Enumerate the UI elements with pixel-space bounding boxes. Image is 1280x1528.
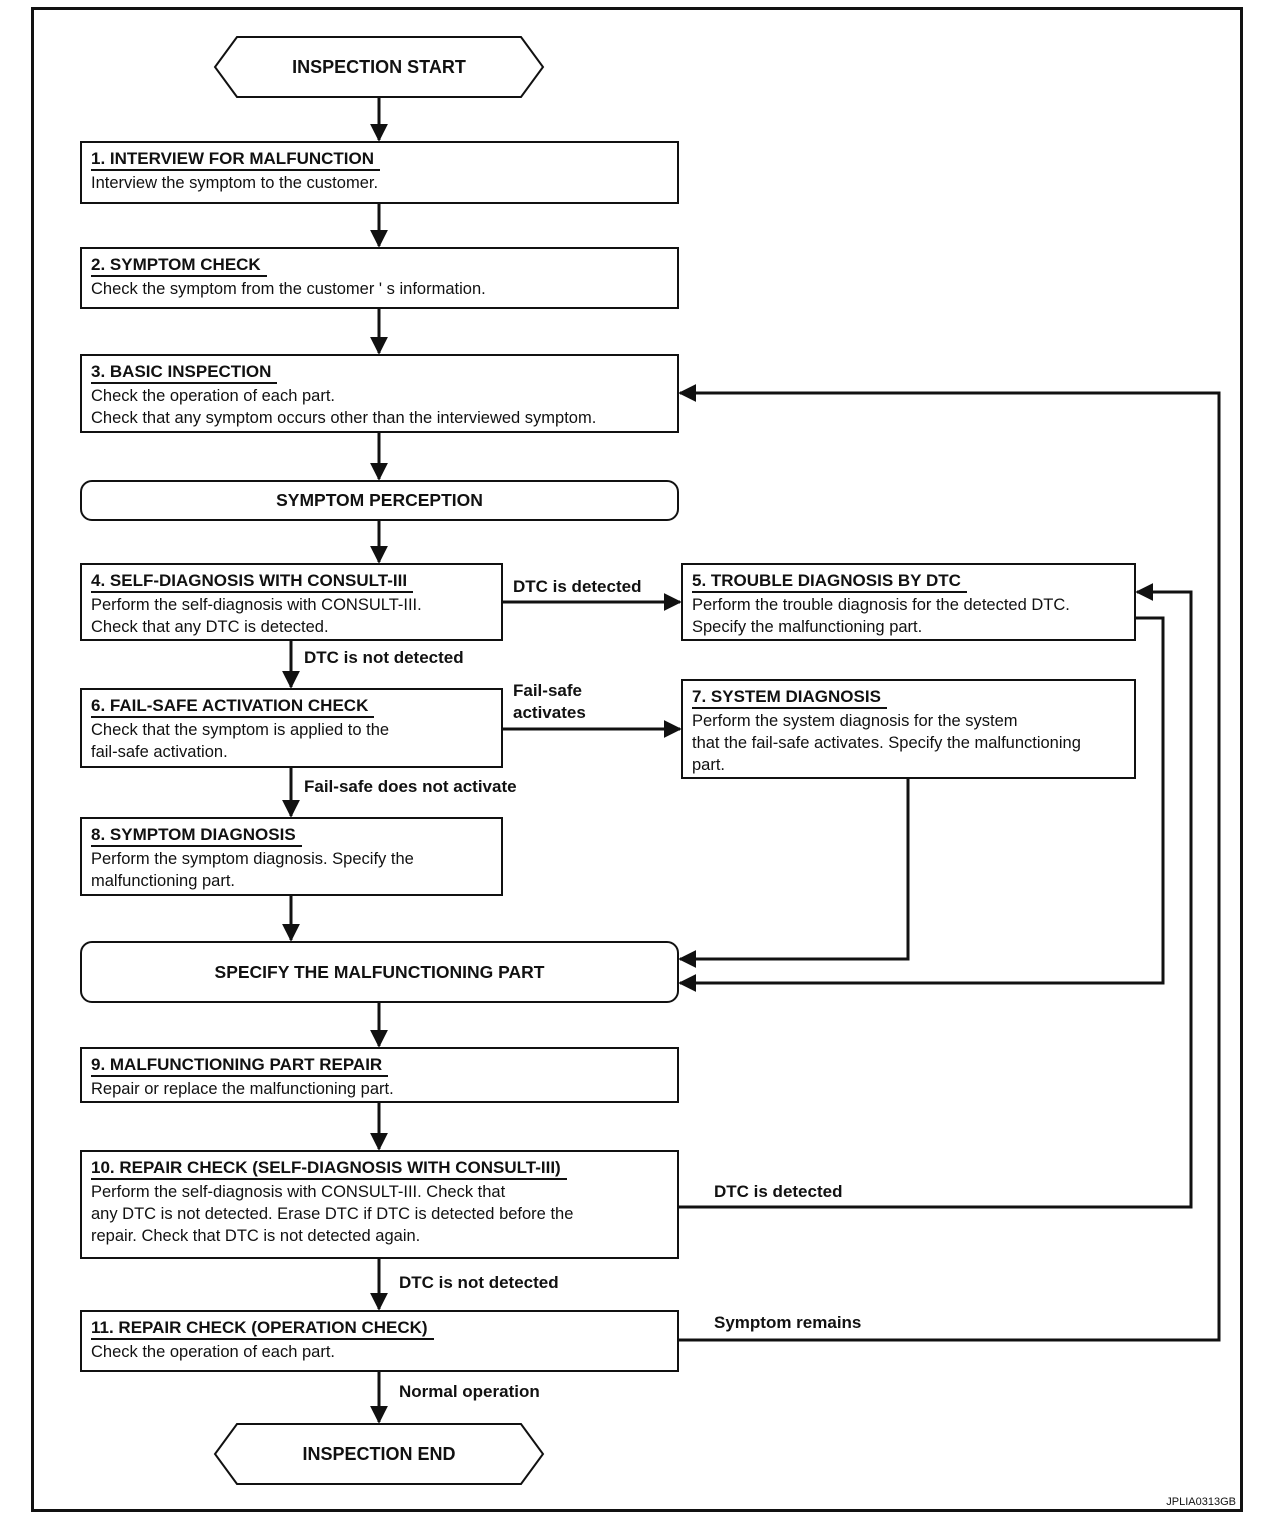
- step-4-desc: Perform the self-diagnosis with CONSULT-…: [91, 596, 422, 636]
- step-2-box: 2. SYMPTOM CHECK Check the symptom from …: [80, 247, 679, 309]
- step-10-title: 10. REPAIR CHECK (SELF-DIAGNOSIS WITH CO…: [91, 1158, 567, 1180]
- step-7-title: 7. SYSTEM DIAGNOSIS: [692, 687, 887, 709]
- label-symptom-remains: Symptom remains: [714, 1313, 862, 1332]
- step-8-title: 8. SYMPTOM DIAGNOSIS: [91, 825, 302, 847]
- step-5-box: 5. TROUBLE DIAGNOSIS BY DTC Perform the …: [681, 563, 1136, 641]
- step-6-title: 6. FAIL-SAFE ACTIVATION CHECK: [91, 696, 375, 718]
- step-5-desc: Perform the trouble diagnosis for the de…: [692, 596, 1070, 636]
- step-9-title: 9. MALFUNCTIONING PART REPAIR: [91, 1055, 389, 1077]
- step-1-title: 1. INTERVIEW FOR MALFUNCTION: [91, 149, 381, 171]
- start-terminal-shape: [213, 36, 545, 98]
- step-8-desc: Perform the symptom diagnosis. Specify t…: [91, 850, 414, 890]
- arrow-7-to-specify: [678, 779, 910, 968]
- step-7-box: 7. SYSTEM DIAGNOSIS Perform the system d…: [681, 679, 1136, 779]
- arrow-5-to-specify: [678, 616, 1165, 992]
- end-terminal-shape: [213, 1423, 545, 1485]
- step-3-box: 3. BASIC INSPECTION Check the operation …: [80, 354, 679, 433]
- step-8-box: 8. SYMPTOM DIAGNOSIS Perform the symptom…: [80, 817, 503, 896]
- figure-code: JPLIA0313GB: [1166, 1496, 1236, 1508]
- step-9-desc: Repair or replace the malfunctioning par…: [91, 1080, 394, 1098]
- label-normal-operation: Normal operation: [399, 1382, 540, 1401]
- arrow-11-to-3: [678, 384, 1221, 1342]
- label-failsafe-activates: Fail-safe activates: [513, 681, 586, 722]
- step-4-box: 4. SELF-DIAGNOSIS WITH CONSULT-III Perfo…: [80, 563, 503, 641]
- label-dtc-detected-10: DTC is detected: [714, 1182, 843, 1201]
- step-11-desc: Check the operation of each part.: [91, 1343, 335, 1361]
- step-1-desc: Interview the symptom to the customer.: [91, 174, 379, 192]
- inspection-start: INSPECTION START: [292, 56, 466, 77]
- arrow-10-to-5: [679, 583, 1193, 1209]
- label-dtc-not-detected-4: DTC is not detected: [304, 648, 464, 667]
- label-failsafe-not-activate: Fail-safe does not activate: [304, 777, 517, 796]
- step-11-box: 11. REPAIR CHECK (OPERATION CHECK) Check…: [80, 1310, 679, 1372]
- symptom-perception-stage: SYMPTOM PERCEPTION: [80, 480, 679, 521]
- step-1-box: 1. INTERVIEW FOR MALFUNCTION Interview t…: [80, 141, 679, 204]
- step-3-desc: Check the operation of each part. Check …: [91, 387, 597, 427]
- step-2-title: 2. SYMPTOM CHECK: [91, 255, 267, 277]
- specify-part-stage: SPECIFY THE MALFUNCTIONING PART: [80, 941, 679, 1003]
- step-5-title: 5. TROUBLE DIAGNOSIS BY DTC: [692, 571, 967, 593]
- step-6-box: 6. FAIL-SAFE ACTIVATION CHECK Check that…: [80, 688, 503, 768]
- diagram-frame: [31, 7, 1243, 1512]
- step-11-title: 11. REPAIR CHECK (OPERATION CHECK): [91, 1318, 434, 1340]
- step-6-desc: Check that the symptom is applied to the…: [91, 721, 390, 761]
- step-7-desc: Perform the system diagnosis for the sys…: [692, 712, 1081, 774]
- step-4-title: 4. SELF-DIAGNOSIS WITH CONSULT-III: [91, 571, 414, 593]
- step-10-desc: Perform the self-diagnosis with CONSULT-…: [91, 1183, 574, 1245]
- step-9-box: 9. MALFUNCTIONING PART REPAIR Repair or …: [80, 1047, 679, 1103]
- label-dtc-not-detected-10: DTC is not detected: [399, 1273, 559, 1292]
- step-3-title: 3. BASIC INSPECTION: [91, 362, 278, 384]
- step-10-box: 10. REPAIR CHECK (SELF-DIAGNOSIS WITH CO…: [80, 1150, 679, 1259]
- label-dtc-detected-4: DTC is detected: [513, 577, 642, 596]
- inspection-end: INSPECTION END: [302, 1443, 456, 1464]
- step-2-desc: Check the symptom from the customer ' s …: [91, 280, 486, 298]
